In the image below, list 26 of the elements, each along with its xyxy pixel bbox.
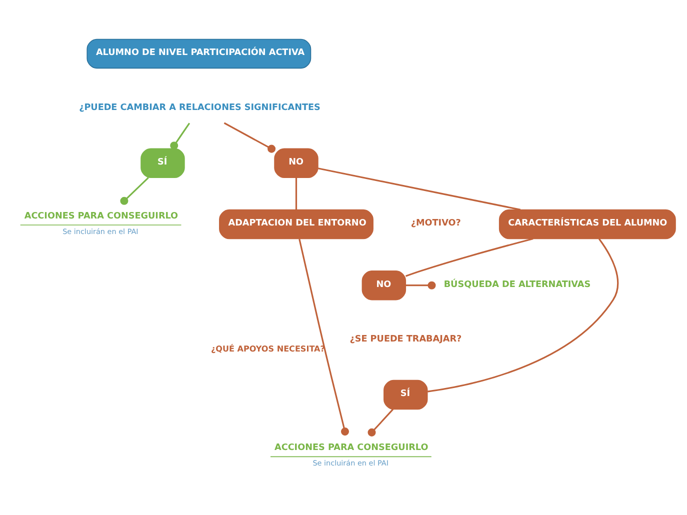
label: ¿MOTIVO? — [410, 218, 461, 228]
label: ¿SE PUEDE TRABAJAR? — [350, 334, 462, 344]
connector — [295, 177, 298, 210]
node-label: Se incluirán en el PAI — [312, 458, 388, 468]
node-box: CARACTERÍSTICAS DEL ALUMNO — [498, 208, 676, 239]
node-box: NO — [362, 270, 406, 300]
connector — [224, 122, 276, 152]
node-box: SÍ — [140, 148, 185, 178]
connector — [368, 408, 394, 436]
node-box: SÍ — [384, 379, 428, 410]
edge-label: ¿QUÉ APOYOS NECESITA? — [210, 344, 325, 353]
connector — [406, 280, 436, 289]
node-label: ACCIONES PARA CONSEGUIRLO — [24, 210, 178, 221]
node-box: NO — [274, 148, 318, 178]
node-text: ¿PUEDE CAMBIAR A RELACIONES SIGNIFICANTES — [79, 102, 320, 112]
connector — [298, 238, 349, 436]
connector — [318, 167, 521, 210]
connector — [405, 237, 534, 276]
node-label: Se incluirán en el PAI — [62, 226, 138, 236]
node-box: ADAPTACION DEL ENTORNO — [219, 208, 374, 239]
connector — [120, 176, 149, 204]
node-label: ACCIONES PARA CONSEGUIRLO — [274, 442, 428, 453]
node-text: BÚSQUEDA DE ALTERNATIVAS — [444, 279, 591, 290]
node-box: ALUMNO DE NIVEL PARTICIPACIÓN ACTIVA — [86, 38, 312, 68]
connector — [427, 238, 619, 392]
connector — [170, 122, 190, 150]
